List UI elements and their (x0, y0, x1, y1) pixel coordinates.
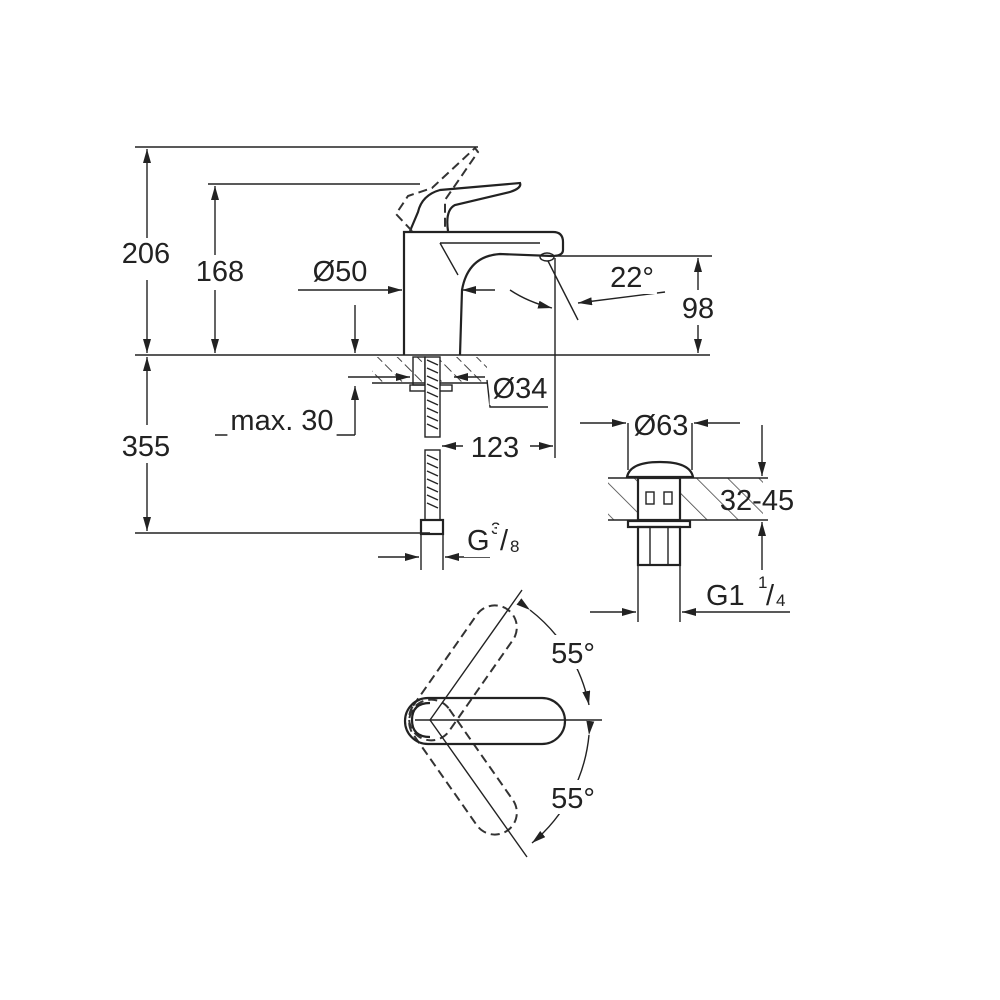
dim-98: 98 (682, 293, 714, 325)
hose-nut (419, 518, 445, 536)
lever-top-view: 55° 55° (403, 589, 608, 858)
label-backing (464, 525, 493, 557)
dim-lever-angle-top: 55° (551, 638, 595, 670)
drain-body (636, 525, 682, 567)
svg-text:4: 4 (776, 591, 785, 610)
label-backing (227, 405, 337, 437)
basin-section (608, 478, 763, 520)
dim-waste-thread: G1 1 / 4 (706, 573, 785, 612)
lever-right-position (408, 698, 518, 836)
dim-123: 123 (471, 432, 519, 464)
svg-text:1: 1 (758, 573, 767, 592)
label-backing (467, 432, 523, 464)
label-backing (497, 525, 512, 557)
svg-text:8: 8 (510, 537, 519, 556)
aerator (539, 252, 555, 262)
dim-hole-diameter: Ø34 (493, 373, 548, 405)
lever-open-position (394, 146, 480, 232)
svg-text:G: G (467, 525, 490, 557)
dim-355: 355 (122, 431, 170, 463)
dim-lever-angle-bottom: 55° (551, 783, 595, 815)
dimension-labels: 206 168 Ø50 22° 98 Ø34 max. 30 355 123 G… (118, 238, 718, 557)
dim-hose-thread: G 3 / 8 (464, 519, 519, 557)
svg-text:G1: G1 (706, 580, 745, 612)
dim-max-30: max. 30 (230, 405, 333, 437)
dim-body-diameter: Ø50 (313, 256, 368, 288)
label-backing (118, 238, 174, 270)
label-backing (607, 262, 657, 294)
waste-drain-view: Ø63 32-45 G1 1 / 4 (580, 410, 794, 622)
label-backing (309, 256, 371, 288)
svg-text:/: / (766, 580, 775, 612)
lever (408, 181, 522, 232)
drain-cap (625, 460, 695, 479)
dim-waste-thickness: 32-45 (720, 485, 794, 517)
dim-spout-angle: 22° (610, 262, 654, 294)
faucet-body (402, 230, 565, 356)
svg-text:/: / (500, 525, 509, 557)
dimension-lines (135, 146, 712, 570)
label-backing (489, 373, 551, 405)
dim-168: 168 (196, 256, 244, 288)
label-backing (118, 431, 174, 463)
label-backing (192, 256, 248, 288)
dim-waste-diameter: Ø63 (634, 410, 689, 442)
svg-text:3: 3 (491, 519, 500, 538)
dim-206: 206 (122, 238, 170, 270)
label-backing (678, 293, 718, 325)
faucet-side-view (372, 146, 565, 536)
